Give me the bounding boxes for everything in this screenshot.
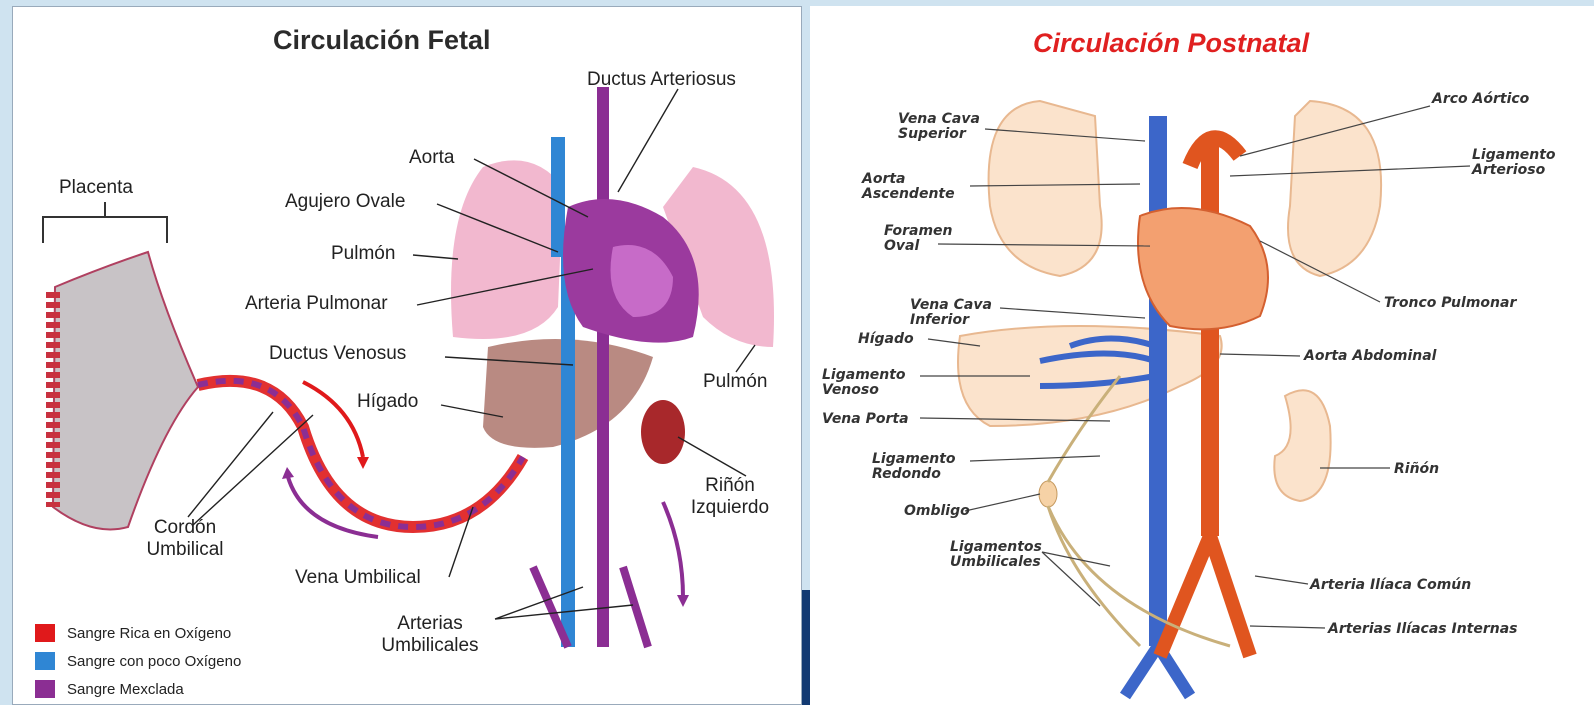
label-arterias-iliacas-internas: Arterias Ilíacas Internas [1328,622,1518,637]
fetal-circulation-panel: Circulación Fetal Placenta Ductus Arteri… [12,6,802,705]
label-placenta: Placenta [59,177,133,199]
label-pulmon-left: Pulmón [331,243,395,265]
label-tronco-pulmonar: Tronco Pulmonar [1384,296,1516,311]
label-arteria-iliaca-comun: Arteria Ilíaca Común [1310,578,1471,593]
label-arteria-pulmonar: Arteria Pulmonar [245,293,388,315]
fetal-diagram-illustration [13,7,802,705]
label-rinon-line2: Izquierdo [685,497,775,519]
label-rinon-postnatal: Riñón [1394,462,1439,477]
label-aorta: Aorta [409,147,454,169]
label-foramen-oval: Foramen Oval [884,224,953,254]
postnatal-title: Circulación Postnatal [1033,28,1309,59]
label-cordon-umbilical: Cordón Umbilical [135,517,235,561]
legend-label: Sangre con poco Oxígeno [67,653,241,670]
label-arterias-line2: Umbilicales [365,635,495,657]
legend-item-mixed: Sangre Mexclada [35,675,241,703]
label-vena-cava-inferior: Vena Cava Inferior [910,298,992,328]
fetal-title: Circulación Fetal [273,25,491,56]
legend-swatch-red [35,624,55,642]
legend-item-low-oxygen: Sangre con poco Oxígeno [35,647,241,675]
panel-divider [802,590,810,705]
legend-item-oxygen-rich: Sangre Rica en Oxígeno [35,619,241,647]
label-vena-porta: Vena Porta [822,412,909,427]
legend: Sangre Rica en Oxígeno Sangre con poco O… [35,619,241,703]
label-cordon-line1: Cordón [135,517,235,539]
label-higado: Hígado [357,391,418,413]
label-ductus-venosus: Ductus Venosus [269,343,406,365]
label-pulmon-right: Pulmón [703,371,767,393]
label-ductus-arteriosus: Ductus Arteriosus [587,69,736,91]
label-rinon-line1: Riñón [685,475,775,497]
label-arco-aortico: Arco Aórtico [1432,92,1529,107]
label-ligamento-arterioso: Ligamento Arterioso [1472,148,1556,178]
label-vena-cava-superior: Vena Cava Superior [898,112,980,142]
label-ligamento-redondo: Ligamento Redondo [872,452,956,482]
label-rinon-izquierdo: Riñón Izquierdo [685,475,775,519]
label-agujero-ovale: Agujero Ovale [285,191,405,213]
label-cordon-line2: Umbilical [135,539,235,561]
label-ligamentos-umbilicales: Ligamentos Umbilicales [950,540,1042,570]
label-arterias-line1: Arterias [365,613,495,635]
label-arterias-umbilicales: Arterias Umbilicales [365,613,495,657]
legend-label: Sangre Rica en Oxígeno [67,625,231,642]
label-ombligo: Ombligo [904,504,970,519]
label-vena-umbilical: Vena Umbilical [295,567,421,589]
label-ligamento-venoso: Ligamento Venoso [822,368,906,398]
postnatal-circulation-panel: Circulación Postnatal Vena Cava Superior… [810,6,1594,705]
legend-swatch-purple [35,680,55,698]
label-aorta-abdominal: Aorta Abdominal [1304,349,1436,364]
legend-label: Sangre Mexclada [67,681,184,698]
label-higado-postnatal: Hígado [858,332,914,347]
label-aorta-ascendente: Aorta Ascendente [862,172,955,202]
legend-swatch-blue [35,652,55,670]
